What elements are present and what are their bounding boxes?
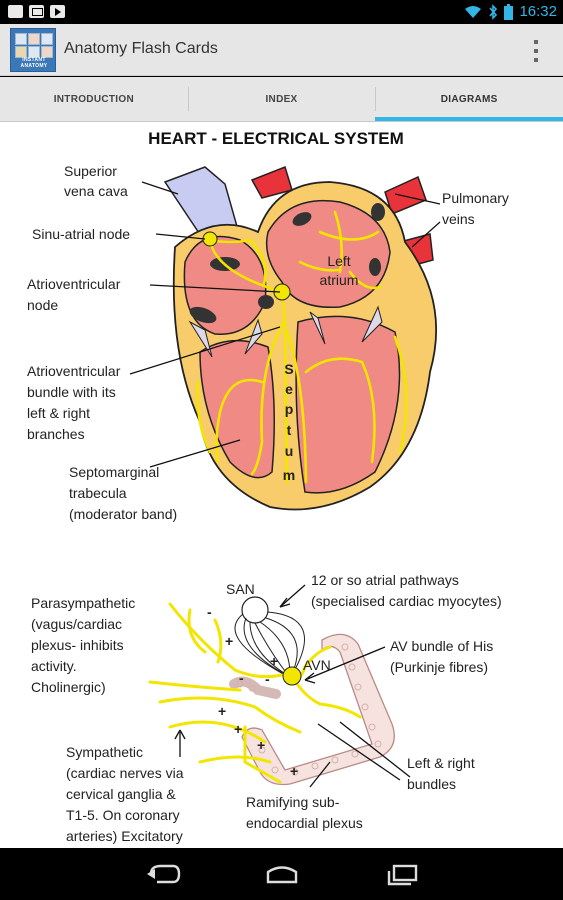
label-atrial-pathways: (specialised cardiac myocytes) [311,593,502,609]
sign: + [218,703,226,719]
heart-illustration: S e p t u m Left atrium [163,166,438,511]
label-septomarginal: Septomarginal [69,464,159,480]
septum-letter: t [287,422,292,438]
label-subendocardial-plexus: Ramifying sub- [246,794,340,810]
label-sinu-atrial-node: Sinu-atrial node [32,226,130,242]
label-subendocardial-plexus: endocardial plexus [246,815,363,831]
back-icon[interactable] [143,862,183,886]
tab-introduction[interactable]: INTRODUCTION [53,94,134,105]
label-atrial-pathways: 12 or so atrial pathways [311,572,459,588]
septum-letter: p [285,401,294,417]
label-septomarginal: trabecula [69,485,127,501]
septum-letter: S [284,361,293,377]
label-san: SAN [226,581,255,597]
label-left-right-bundles: Left & right [407,755,475,771]
label-avn: AVN [303,657,331,673]
left-atrium-label: atrium [320,272,359,288]
label-sympathetic: arteries) Excitatory [66,828,183,844]
label-superior-vena-cava: vena cava [64,183,128,199]
label-av-bundle: Atrioventricular [27,363,121,379]
home-icon[interactable] [262,862,302,886]
icon-tile [41,33,53,45]
sign: - [239,670,244,686]
label-sympathetic: T1-5. On coronary [66,807,180,823]
navigation-bar [0,848,563,900]
label-sympathetic: Sympathetic [66,744,143,760]
action-bar: INSTANT ANATOMY Anatomy Flash Cards [0,24,563,76]
mail-icon [29,5,44,18]
septum-letter: u [285,443,294,459]
label-bundle-of-his: AV bundle of His [390,638,493,654]
overflow-menu-icon[interactable] [533,40,539,62]
battery-icon [504,3,514,20]
tab-bar: INTRODUCTION INDEX DIAGRAMS [0,77,563,122]
label-parasympathetic: Cholinergic) [31,679,106,695]
label-bundle-of-his: (Purkinje fibres) [390,659,488,675]
system-icons: 16:32 [464,3,557,20]
tab-diagrams[interactable]: DIAGRAMS [375,77,563,121]
conduction-schematic: - + - + + + + + - [148,584,411,788]
app-icon[interactable]: INSTANT ANATOMY [10,28,56,72]
sign: + [270,653,278,669]
septum-letter: e [285,381,293,397]
septum-letter: m [283,467,295,483]
clock: 16:32 [519,3,557,20]
sign: + [290,763,298,779]
label-parasympathetic: plexus- inhibits [31,637,124,653]
label-av-bundle: left & right [27,405,90,421]
play-store-icon [50,5,65,18]
sign: - [265,671,270,687]
sign: + [257,737,265,753]
icon-tile [15,33,27,45]
tab-index[interactable]: INDEX [187,77,376,121]
left-atrium-label: Left [327,253,350,269]
bluetooth-icon [489,3,498,20]
status-bar: 16:32 [0,0,563,24]
notification-icons [8,5,65,18]
recent-apps-icon[interactable] [381,862,421,886]
icon-tile [15,46,27,58]
label-pulmonary-veins: Pulmonary [442,190,509,206]
icon-tile [41,46,53,58]
sign: + [234,721,242,737]
label-pulmonary-veins: veins [442,211,475,227]
label-av-node: Atrioventricular [27,276,121,292]
label-av-bundle: branches [27,426,85,442]
sign: - [207,604,212,620]
label-parasympathetic: activity. [31,658,77,674]
label-av-bundle: bundle with its [27,384,116,400]
label-sympathetic: (cardiac nerves via [66,765,184,781]
heart-diagram: HEART - ELECTRICAL SYSTEM [27,129,509,844]
app-title: Anatomy Flash Cards [64,40,218,57]
diagram-view[interactable]: HEART - ELECTRICAL SYSTEM [0,122,563,848]
label-av-node: node [27,297,58,313]
label-parasympathetic: Parasympathetic [31,595,135,611]
diagram-title: HEART - ELECTRICAL SYSTEM [148,129,404,148]
wifi-icon [465,5,482,18]
image-icon [8,5,23,18]
label-sympathetic: cervical ganglia & [66,786,176,802]
upper-leader-lines [129,181,441,468]
label-parasympathetic: (vagus/cardiac [31,616,122,632]
app-icon-caption: INSTANT ANATOMY [20,57,48,69]
label-superior-vena-cava: Superior [64,163,117,179]
label-septomarginal: (moderator band) [69,506,177,522]
label-left-right-bundles: bundles [407,776,456,792]
icon-tile [28,46,40,58]
icon-tile [28,33,40,45]
sign: + [225,633,233,649]
